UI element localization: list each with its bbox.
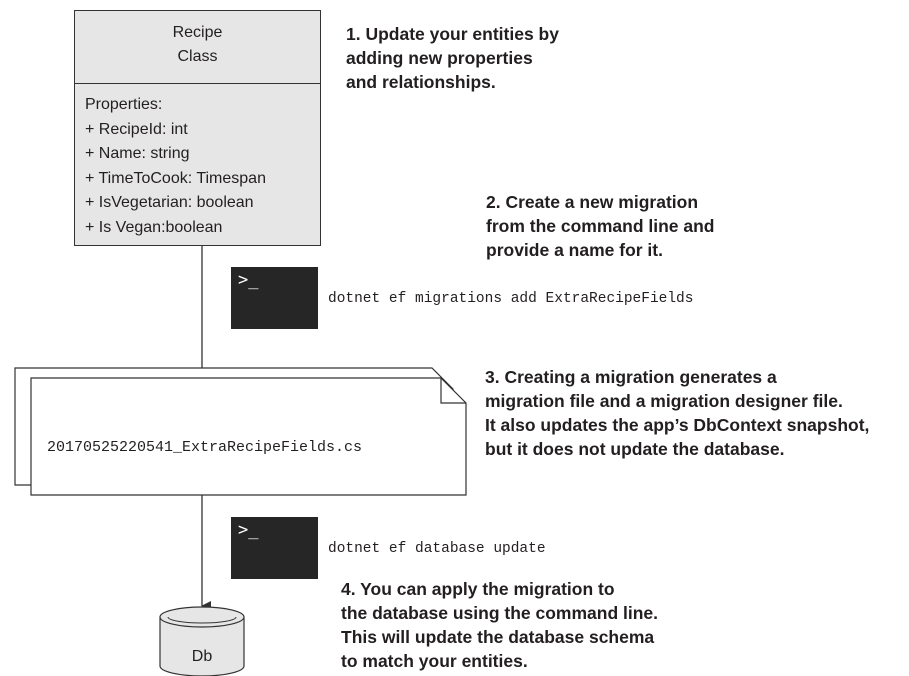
migration-file-front-sheet (30, 377, 467, 496)
step-3-line-3: It also updates the app’s DbContext snap… (485, 415, 870, 435)
step-1-note: 1. Update your entities by adding new pr… (346, 22, 559, 94)
database-icon (159, 606, 245, 676)
class-properties: Properties: + RecipeId: int + Name: stri… (85, 93, 266, 240)
migration-file-icon (14, 367, 467, 496)
step-2-line-1: 2. Create a new migration (486, 192, 699, 212)
terminal-prompt: >_ (238, 520, 259, 540)
terminal-icon: >_ (231, 517, 318, 579)
properties-header: Properties: (85, 96, 163, 113)
step-2-line-3: provide a name for it. (486, 240, 663, 260)
property-is-vegetarian: + IsVegetarian: boolean (85, 194, 254, 211)
step-3-line-1: 3. Creating a migration generates a (485, 367, 777, 387)
step-2-line-2: from the command line and (486, 216, 715, 236)
step-4-note: 4. You can apply the migration to the da… (341, 577, 658, 673)
property-is-vegan: + Is Vegan:boolean (85, 218, 223, 236)
recipe-class-box: Recipe Class Properties: + RecipeId: int… (74, 10, 321, 246)
step-3-note: 3. Creating a migration generates a migr… (485, 365, 869, 461)
class-header: Recipe Class (75, 11, 320, 84)
terminal-icon: >_ (231, 267, 318, 329)
step-4-line-2: the database using the command line. (341, 603, 659, 623)
property-recipe-id: + RecipeId: int (85, 120, 188, 138)
database-cylinder-top (159, 606, 245, 628)
step-4-line-1: 4. You can apply the migration to (341, 579, 615, 599)
step-1-line-2: adding new properties (346, 48, 533, 68)
step-2-note: 2. Create a new migration from the comma… (486, 190, 715, 262)
step-4-line-4: to match your entities. (341, 651, 528, 671)
terminal-prompt: >_ (238, 270, 259, 290)
add-migration-command: dotnet ef migrations add ExtraRecipeFiel… (328, 291, 694, 307)
migration-file-dog-ear (440, 378, 466, 404)
property-time-to-cook: + TimeToCook: Timespan (85, 169, 266, 187)
migration-file-name: 20170525220541_ExtraRecipeFields.cs (47, 439, 363, 456)
database-label: Db (191, 648, 213, 665)
property-name: + Name: string (85, 145, 190, 162)
step-1-line-3: and relationships. (346, 72, 496, 92)
class-stereotype: Class (177, 48, 218, 65)
step-1-line-1: 1. Update your entities by (346, 24, 559, 44)
step-3-line-4: but it does not update the database. (485, 439, 785, 459)
step-3-line-2: migration file and a migration designer … (485, 391, 843, 411)
database-inner-ring (167, 616, 237, 624)
database-update-command: dotnet ef database update (328, 541, 546, 557)
step-4-line-3: This will update the database schema (341, 627, 655, 647)
class-name: Recipe (172, 24, 223, 41)
